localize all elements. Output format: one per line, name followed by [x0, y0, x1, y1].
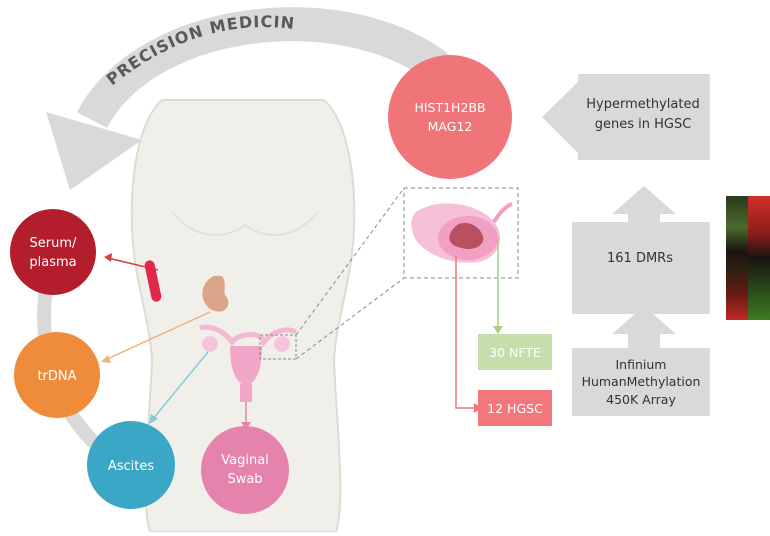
- group-nfte: 30 NFTE: [478, 334, 552, 370]
- swab-label-line1: Vaginal: [221, 453, 269, 468]
- hgsc-label: 12 HGSC: [487, 401, 543, 416]
- uterus-icon: [199, 324, 298, 402]
- infinium-line2: HumanMethylation: [582, 374, 701, 389]
- sample-trdna: trDNA: [14, 332, 100, 418]
- hypermethylated-box: [578, 74, 710, 160]
- infinium-line1: Infinium: [616, 357, 667, 372]
- pipeline: [542, 74, 710, 416]
- gene-circle: HIST1H2BB MAG12: [388, 55, 512, 179]
- trdna-label: trDNA: [37, 369, 76, 384]
- sample-serum-plasma: Serum/ plasma: [10, 209, 96, 295]
- methylation-heatmap: [726, 196, 770, 320]
- gene-line2: MAG12: [428, 119, 473, 134]
- group-hgsc: 12 HGSC: [478, 390, 552, 426]
- ascites-label: Ascites: [108, 459, 155, 474]
- sample-ascites: Ascites: [87, 421, 175, 509]
- swab-label-line2: Swab: [227, 472, 262, 487]
- hypermethylated-line1: Hypermethylated: [586, 97, 699, 112]
- gene-line1: HIST1H2BB: [414, 100, 485, 115]
- dmrs-label: 161 DMRs: [607, 251, 673, 266]
- blood-vessel-icon: [144, 260, 162, 302]
- dmrs-box: [572, 222, 710, 314]
- up-arrow-top: [612, 186, 676, 224]
- ovary-zoom-panel: [403, 187, 519, 279]
- sample-vaginal-swab: Vaginal Swab: [201, 426, 289, 514]
- up-arrow-bottom: [612, 306, 676, 350]
- nfte-label: 30 NFTE: [489, 345, 541, 360]
- hypermethylated-line2: genes in HGSC: [595, 117, 692, 132]
- infinium-box: [572, 348, 710, 416]
- kidney-icon: [202, 276, 229, 312]
- infinium-line3: 450K Array: [606, 392, 676, 407]
- serum-label-line2: plasma: [29, 255, 76, 270]
- serum-label-line1: Serum/: [30, 236, 77, 251]
- ovary-focus-box: [259, 334, 297, 360]
